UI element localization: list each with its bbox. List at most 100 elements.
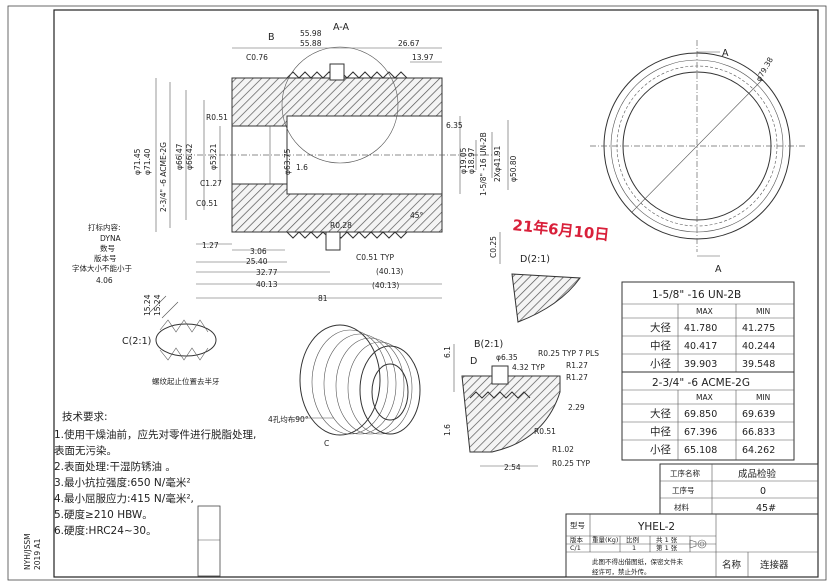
marking-line: 4.06 (96, 276, 113, 285)
side-note-1: NYH/JSSM (23, 533, 32, 570)
projection-symbol-icon (689, 539, 707, 549)
detail-c-note: 螺纹起止位置去半牙 (152, 376, 220, 386)
tech-requirements: 技术要求: 1.使用干燥油前，应先对零件进行脱脂处理, 表面无污染。 2.表面处… (54, 410, 256, 537)
thread-table-1-cell: 40.417 (684, 341, 717, 352)
dim-127: 1.27 (202, 241, 219, 250)
inner-frame (53, 9, 819, 578)
detail-b: B(2:1) D φ6.35 R0.25 TYP 7 PLS R1.27 4.3… (443, 339, 599, 472)
marking-note: 打标内容: DYNA 数号 版本号 字体大小不能小于 4.06 (72, 222, 132, 285)
iso-holes-note: 4孔均布90° (268, 414, 309, 424)
sheet-no: 第 1 张 (656, 543, 678, 552)
thread-table-2-cell: 65.108 (684, 445, 717, 456)
tech-req-item: 4.最小屈服应力:415 N/毫米², (54, 492, 194, 505)
weight-label: 重量(Kg) (592, 536, 618, 544)
title-block: 工序名称 成品检验 工序号 0 材料 45# 型号 YHEL-2 版本 重量(K… (565, 463, 819, 578)
tech-req-title: 技术要求: (62, 410, 108, 423)
dim-r051: R0.51 (206, 113, 228, 122)
detail-b-r127a: R1.27 (566, 361, 588, 370)
dim-45: 45° (410, 211, 424, 220)
process-no-label: 工序号 (672, 485, 695, 495)
dim-phi1897: φ18.97 (467, 147, 476, 174)
revision-box (197, 505, 221, 577)
name-label: 名称 (722, 559, 742, 571)
marking-line: 数号 (100, 243, 115, 253)
thread-table-2-cell: 66.833 (742, 427, 775, 438)
detail-c: C(2:1) 15.24 15.24 螺纹起止位置去半牙 (122, 294, 220, 386)
part-name: 连接器 (760, 559, 789, 571)
thread-table-2-cell: 64.262 (742, 445, 775, 456)
thread-table-1-cell: 大径 (650, 321, 671, 334)
detail-d-dim: C0.25 (489, 236, 498, 258)
dim-c076: C0.76 (246, 53, 268, 62)
tech-req-item: 3.最小抗拉强度:650 N/毫米² (54, 476, 191, 489)
dim-81: 81 (318, 294, 328, 303)
detail-b-r025typ: R0.25 TYP (552, 459, 590, 468)
dim-phi7140: φ71.40 (143, 148, 152, 175)
detail-c-label: C(2:1) (122, 336, 151, 347)
detail-d-label: D(2:1) (520, 254, 550, 265)
dim-4013: 40.13 (256, 280, 278, 289)
thread-table-1-cell: 40.244 (742, 341, 775, 352)
detail-b-phi635: φ6.35 (496, 353, 518, 362)
version-label: 版本 (570, 535, 584, 544)
detail-b-label: B(2:1) (474, 339, 503, 350)
detail-c-dim1: 15.24 (143, 294, 152, 316)
dim-3277: 32.77 (256, 268, 278, 277)
detail-b-r127b: R1.27 (566, 373, 588, 382)
thread-table-2-cell: 69.639 (742, 409, 775, 420)
process-no: 0 (760, 486, 766, 497)
thread-table-1: 1-5/8" -16 UN-2B MAX MIN 大径 41.780 41.27… (621, 281, 795, 373)
detail-b-d229: 2.29 (568, 403, 585, 412)
tech-req-item: 表面无污染。 (54, 444, 117, 457)
tech-req-item: 5.硬度≥210 HBW。 (54, 508, 153, 521)
thread-table-2: 2-3/4" -6 ACME-2G MAX MIN 大径 69.850 69.6… (621, 371, 795, 461)
detail-b-r025typ7: R0.25 TYP 7 PLS (538, 349, 599, 358)
thread-table-1-header-min: MIN (756, 307, 770, 316)
material-label: 材料 (674, 502, 689, 512)
dim-phi1905: φ19.05 (459, 147, 468, 174)
dim-phi6642: φ66.42 (185, 143, 194, 170)
detail-b-r051: R0.51 (534, 427, 556, 436)
section-label: A-A (333, 22, 350, 33)
tech-req-item: 2.表面处理:干湿防锈油 。 (54, 460, 176, 473)
thread-table-2-cell: 中径 (650, 425, 671, 438)
dim-d2: 55.88 (300, 39, 322, 48)
end-view-diameter: φ79.38 (754, 55, 775, 83)
detail-c-dim2: 15.24 (153, 294, 162, 316)
thread-table-1-cell: 41.275 (742, 323, 775, 334)
dim-unc: 1-5/8" -16 UN-2B (479, 132, 488, 196)
section-view: A-A B (133, 22, 518, 303)
detail-b-r102: R1.02 (552, 445, 574, 454)
detail-b-d-marker: D (470, 356, 477, 367)
thread-table-1-cell: 中径 (650, 339, 671, 352)
process-name-label: 工序名称 (670, 468, 700, 478)
scale-label: 比例 (626, 535, 639, 544)
thread-table-2-cell: 69.850 (684, 409, 717, 420)
end-view-a-bottom: A (715, 264, 722, 275)
dim-phi5080: φ50.80 (509, 155, 518, 182)
tech-req-item: 6.硬度:HRC24~30。 (54, 524, 157, 537)
dim-c051-typ: C0.51 TYP (356, 253, 394, 262)
dim-4013-ref-a: (40.13) (376, 267, 403, 276)
dim-4013-ref-b: (40.13) (372, 281, 399, 290)
dim-c127: C1.27 (200, 179, 222, 188)
dim-phi6375: φ63.75 (283, 148, 292, 175)
dim-phi6647: φ66.47 (175, 143, 184, 170)
dim-d4: 13.97 (412, 53, 434, 62)
dim-16: 1.6 (296, 163, 308, 172)
confidential-1: 此图不得出借图纸，保密文件未 (592, 557, 684, 566)
dim-r028: R0.28 (330, 221, 352, 230)
thread-table-2-cell: 小径 (650, 443, 671, 456)
thread-table-1-cell: 39.903 (684, 359, 717, 370)
dim-phi5321: φ53.21 (209, 143, 218, 170)
dim-2540: 25.40 (246, 257, 268, 266)
thread-table-1-title: 1-5/8" -16 UN-2B (652, 289, 741, 301)
thread-table-2-cell: 大径 (650, 407, 671, 420)
marking-line: DYNA (100, 234, 122, 243)
dim-d3: 26.67 (398, 39, 420, 48)
detail-b-d61: 6.1 (443, 346, 452, 358)
version: C/1 (570, 544, 581, 552)
process-name: 成品检验 (738, 468, 777, 480)
dim-c051: C0.51 (196, 199, 218, 208)
